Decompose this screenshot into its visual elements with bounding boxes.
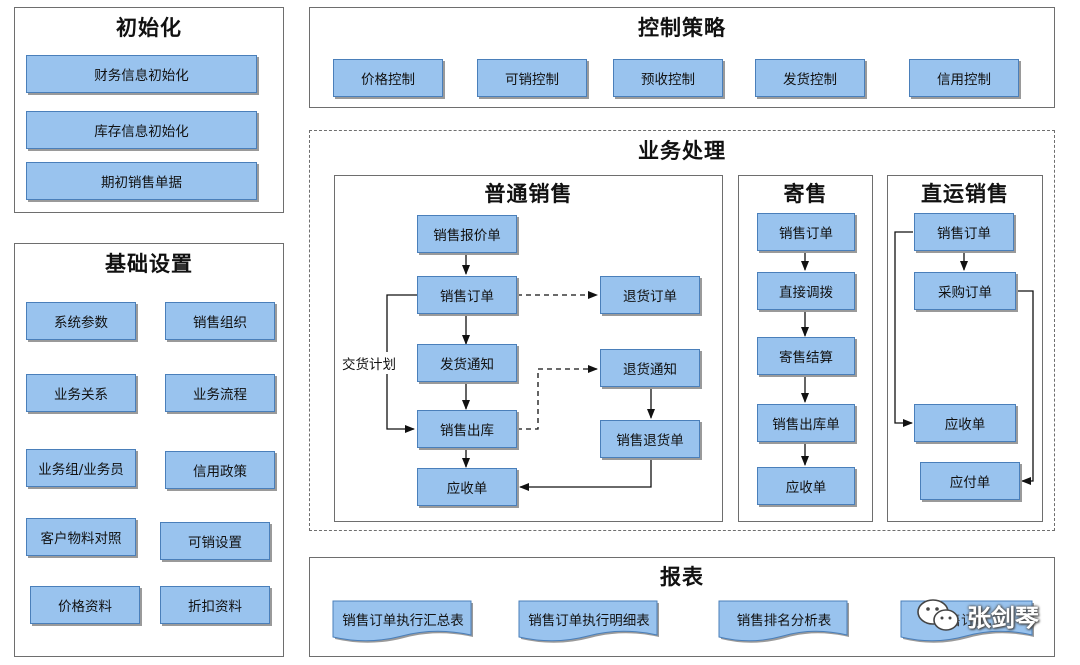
direct-payable-box[interactable]: 应付单 — [920, 462, 1020, 500]
arrow-outbound-to-return-notice — [517, 365, 598, 430]
init-financial-box[interactable]: 财务信息初始化 — [26, 55, 257, 93]
report-ranking-label: 销售排名分析表 — [736, 613, 832, 629]
consign-order-box[interactable]: 销售订单 — [757, 213, 855, 251]
consign-transfer-box[interactable]: 直接调拨 — [757, 272, 855, 310]
normal-outbound-box[interactable]: 销售出库 — [417, 410, 517, 448]
report-order-detail-doc[interactable]: 销售订单执行明细表 — [518, 600, 660, 646]
watermark: 张剑琴 — [912, 592, 1062, 642]
report-order-summary-doc[interactable]: 销售订单执行汇总表 — [332, 600, 474, 646]
wechat-icon — [917, 599, 959, 631]
control-price-box[interactable]: 价格控制 — [333, 59, 443, 97]
watermark-text: 张剑琴 — [967, 604, 1039, 632]
basic-price-data-box[interactable]: 价格资料 — [30, 586, 140, 624]
consign-settlement-box[interactable]: 寄售结算 — [757, 337, 855, 375]
arrow-return-slip-to-receivable — [519, 459, 652, 491]
init-opening-docs-box[interactable]: 期初销售单据 — [26, 162, 257, 200]
init-inventory-box[interactable]: 库存信息初始化 — [26, 111, 257, 149]
reports-title: 报表 — [660, 565, 704, 589]
basic-discount-data-box[interactable]: 折扣资料 — [160, 586, 270, 624]
normal-receivable-box[interactable]: 应收单 — [417, 468, 517, 506]
direct-sales-title: 直运销售 — [921, 182, 1009, 206]
control-credit-box[interactable]: 信用控制 — [909, 59, 1019, 97]
normal-return-order-box[interactable]: 退货订单 — [600, 276, 700, 314]
report-order-detail-label: 销售订单执行明细表 — [528, 613, 650, 629]
report-ranking-doc[interactable]: 销售排名分析表 — [718, 600, 850, 646]
normal-return-slip-box[interactable]: 销售退货单 — [600, 420, 700, 458]
normal-order-box[interactable]: 销售订单 — [417, 276, 517, 314]
basic-system-params-box[interactable]: 系统参数 — [26, 302, 136, 340]
delivery-plan-label: 交货计划 — [340, 352, 398, 374]
basic-settings-title: 基础设置 — [105, 252, 193, 276]
business-title: 业务处理 — [638, 139, 726, 163]
control-prepay-box[interactable]: 预收控制 — [613, 59, 723, 97]
arrow-purchase-to-payable — [1017, 290, 1034, 485]
consign-receivable-box[interactable]: 应收单 — [757, 467, 855, 505]
init-title: 初始化 — [116, 16, 182, 40]
control-shipping-box[interactable]: 发货控制 — [755, 59, 865, 97]
basic-business-relation-box[interactable]: 业务关系 — [26, 374, 136, 412]
basic-credit-policy-box[interactable]: 信用政策 — [165, 451, 275, 489]
normal-return-notice-box[interactable]: 退货通知 — [600, 349, 700, 387]
control-sellable-box[interactable]: 可销控制 — [477, 59, 587, 97]
normal-sales-panel: 普通销售 — [334, 175, 723, 522]
basic-sellable-settings-box[interactable]: 可销设置 — [160, 522, 270, 560]
direct-order-box[interactable]: 销售订单 — [914, 213, 1014, 251]
normal-sales-title: 普通销售 — [484, 182, 573, 206]
basic-sales-org-box[interactable]: 销售组织 — [165, 302, 275, 340]
basic-customer-material-box[interactable]: 客户物料对照 — [26, 518, 136, 556]
basic-business-process-box[interactable]: 业务流程 — [165, 374, 275, 412]
consign-title: 寄售 — [783, 182, 828, 206]
control-strategy-title: 控制策略 — [638, 16, 726, 40]
arrow-direct-order-to-receivable — [894, 231, 913, 427]
basic-salesgroup-box[interactable]: 业务组/业务员 — [26, 449, 136, 487]
normal-notice-box[interactable]: 发货通知 — [417, 344, 517, 382]
consign-outbound-box[interactable]: 销售出库单 — [757, 404, 855, 442]
direct-purchase-box[interactable]: 采购订单 — [914, 272, 1016, 310]
direct-receivable-box[interactable]: 应收单 — [914, 404, 1016, 442]
normal-quote-box[interactable]: 销售报价单 — [417, 215, 517, 253]
report-order-summary-label: 销售订单执行汇总表 — [342, 613, 464, 629]
